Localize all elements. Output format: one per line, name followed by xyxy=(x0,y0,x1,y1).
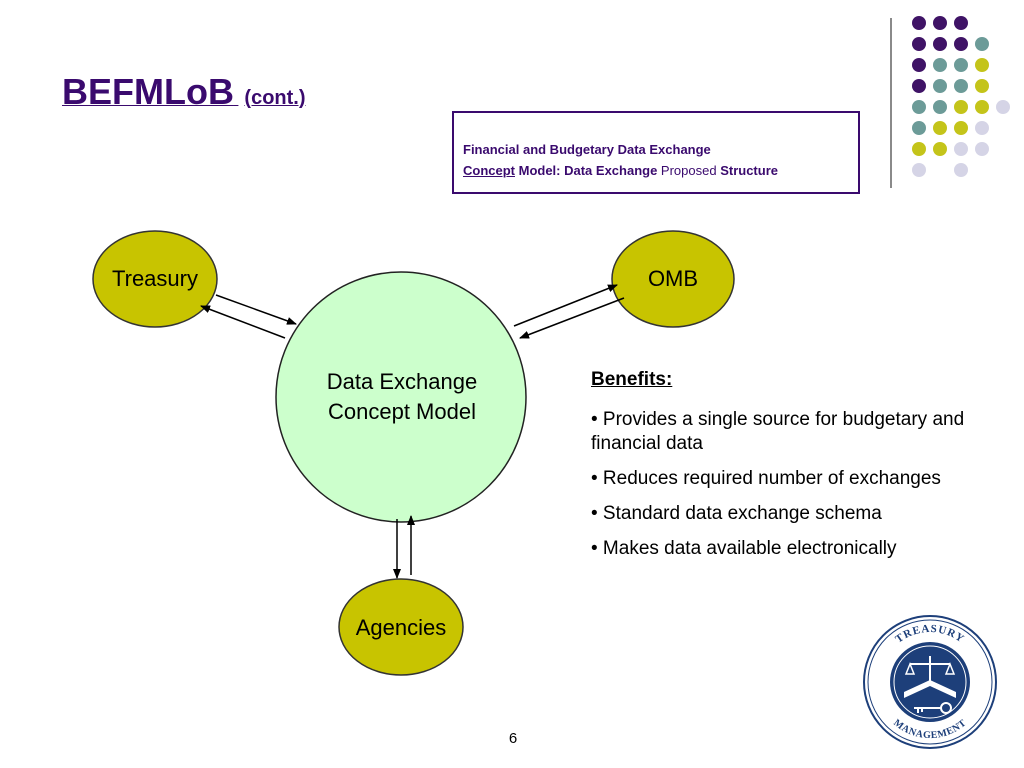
decor-dot xyxy=(996,100,1010,114)
arrow-omb-to-center xyxy=(519,297,625,339)
decor-dot xyxy=(912,79,926,93)
decor-dot xyxy=(912,121,926,135)
subtitle-line-2: Concept Model: Data Exchange Proposed St… xyxy=(463,160,858,181)
treasury-node-label: Treasury xyxy=(112,266,198,291)
subtitle-box: Financial and Budgetary Data Exchange Co… xyxy=(452,111,860,194)
arrow-treasury-to-center xyxy=(215,294,297,325)
subtitle-line-1: Financial and Budgetary Data Exchange xyxy=(463,139,858,160)
decor-dot xyxy=(933,79,947,93)
omb-node-label: OMB xyxy=(648,266,698,291)
arrow-center-to-omb xyxy=(513,284,618,327)
subtitle-model: Model: Data Exchange xyxy=(515,163,658,178)
decor-dot xyxy=(933,37,947,51)
decor-dot xyxy=(954,142,968,156)
decor-dot xyxy=(975,79,989,93)
slide-title: BEFMLoB (cont.) xyxy=(62,74,306,110)
decor-dot xyxy=(954,37,968,51)
subtitle-line-1-text: Financial and Budgetary Data Exchange xyxy=(463,142,711,157)
decor-dot xyxy=(954,16,968,30)
subtitle-proposed: Proposed xyxy=(657,163,717,178)
benefits-heading: Benefits: xyxy=(591,369,673,390)
slide-title-sub: (cont.) xyxy=(244,87,306,109)
decor-dot xyxy=(933,121,947,135)
arrow-center-to-treasury xyxy=(200,305,286,339)
decor-dot xyxy=(912,37,926,51)
decor-dot xyxy=(954,100,968,114)
decor-dot xyxy=(954,58,968,72)
page-number: 6 xyxy=(508,730,518,747)
agencies-node xyxy=(338,578,464,676)
benefit-item: • Reduces required number of exchanges xyxy=(591,468,941,489)
decor-dot xyxy=(933,100,947,114)
decor-dot xyxy=(954,121,968,135)
decor-dot xyxy=(912,100,926,114)
center-node-label-1: Data Exchange xyxy=(327,369,477,394)
decor-dot xyxy=(912,16,926,30)
omb-node xyxy=(611,230,735,328)
divider-line xyxy=(890,18,892,188)
benefit-item: • Provides a single source for budgetary… xyxy=(591,409,965,454)
slide-title-main: BEFMLoB xyxy=(62,71,234,112)
treasury-node xyxy=(92,230,218,328)
subtitle-structure: Structure xyxy=(716,163,778,178)
decor-dot xyxy=(975,58,989,72)
decor-dot xyxy=(933,142,947,156)
benefits-list: Benefits: • Provides a single source for… xyxy=(591,368,991,572)
benefit-item: • Makes data available electronically xyxy=(591,538,897,559)
benefit-item: • Standard data exchange schema xyxy=(591,503,882,524)
subtitle-concept: Concept xyxy=(463,163,515,178)
decor-dot xyxy=(933,58,947,72)
decor-dot xyxy=(975,121,989,135)
decor-dot xyxy=(975,100,989,114)
center-node-label-2: Concept Model xyxy=(328,399,476,424)
decor-dot xyxy=(912,142,926,156)
decor-dot xyxy=(975,37,989,51)
fms-seal-logo: TREASURY MANAGEMENT xyxy=(863,615,997,749)
decor-dot xyxy=(933,16,947,30)
decor-dot xyxy=(954,163,968,177)
agencies-node-label: Agencies xyxy=(356,615,447,640)
decor-dot xyxy=(912,58,926,72)
decor-dot xyxy=(975,142,989,156)
decor-dot xyxy=(954,79,968,93)
decor-dot xyxy=(912,163,926,177)
center-node xyxy=(275,271,527,523)
